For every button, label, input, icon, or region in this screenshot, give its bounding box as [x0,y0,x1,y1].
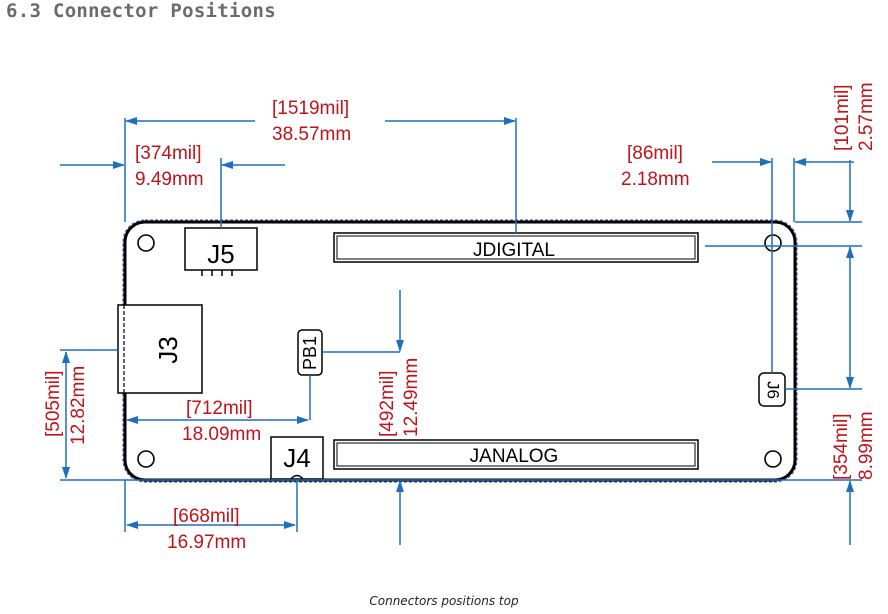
connector-janalog: JANALOG [333,439,699,470]
janalog-body [333,439,699,470]
mount-hole-bottom-left [137,450,155,468]
mount-hole-top-right [764,234,782,252]
jdigital-inner [336,235,696,260]
button-pb1: PB1 [297,329,323,376]
connector-diagram: J5 JDIGITAL JANALOG J3 PB1 J4 J6 [43,82,877,553]
dimension-texts: [1519mil] 38.57mm [374mil] 9.49mm [86mil… [43,82,877,553]
connector-j4: J4 [270,436,324,480]
connector-j3: J3 [117,304,203,394]
dimension-lines [60,117,862,545]
j6-label: J6 [764,381,783,399]
j6-offset-mil: [86mil] [627,143,683,164]
mount-hole-bottom-right [764,450,782,468]
section-title: 6.3 Connector Positions [6,0,276,22]
j6-offset-mm: 2.18mm [621,169,690,190]
j4-body [270,436,324,480]
pb1-offset-mm: 18.09mm [182,424,261,445]
jdigital-label: JDIGITAL [473,240,555,261]
mount-hole-top-left [137,234,155,252]
width-total-mm: 38.57mm [272,124,351,145]
pb1-label: PB1 [300,336,320,370]
figure-caption: Connectors positions top [369,594,519,608]
connector-j5: J5 [184,227,258,276]
j3-label: J3 [153,336,183,363]
j3-height-mm: 12.82mm [68,366,89,445]
j5-offset-mil: [374mil] [135,143,202,164]
connector-jdigital: JDIGITAL [333,232,699,263]
janalog-label: JANALOG [470,446,559,467]
j4-notch [290,474,304,480]
j5-offset-mm: 9.49mm [135,169,204,190]
width-total-mil: [1519mil] [272,98,349,119]
j6-height-mm: 8.99mm [856,411,877,480]
pb1-height-mil: [492mil] [377,370,398,437]
top-offset-mil: [101mil] [832,84,853,151]
j5-body [184,227,258,271]
j3-height-mil: [505mil] [43,370,64,437]
connector-j6: J6 [758,372,786,407]
j4-offset-mil: [668mil] [173,506,240,527]
janalog-inner [336,442,696,467]
top-offset-mm: 2.57mm [856,82,877,151]
j4-offset-mm: 16.97mm [167,532,246,553]
pb1-height-mm: 12.49mm [401,358,422,437]
j6-height-mil: [354mil] [831,413,852,480]
j5-label: J5 [207,239,234,269]
pb1-offset-mil: [712mil] [186,398,253,419]
j3-body [117,304,203,394]
j4-label: J4 [283,443,310,473]
